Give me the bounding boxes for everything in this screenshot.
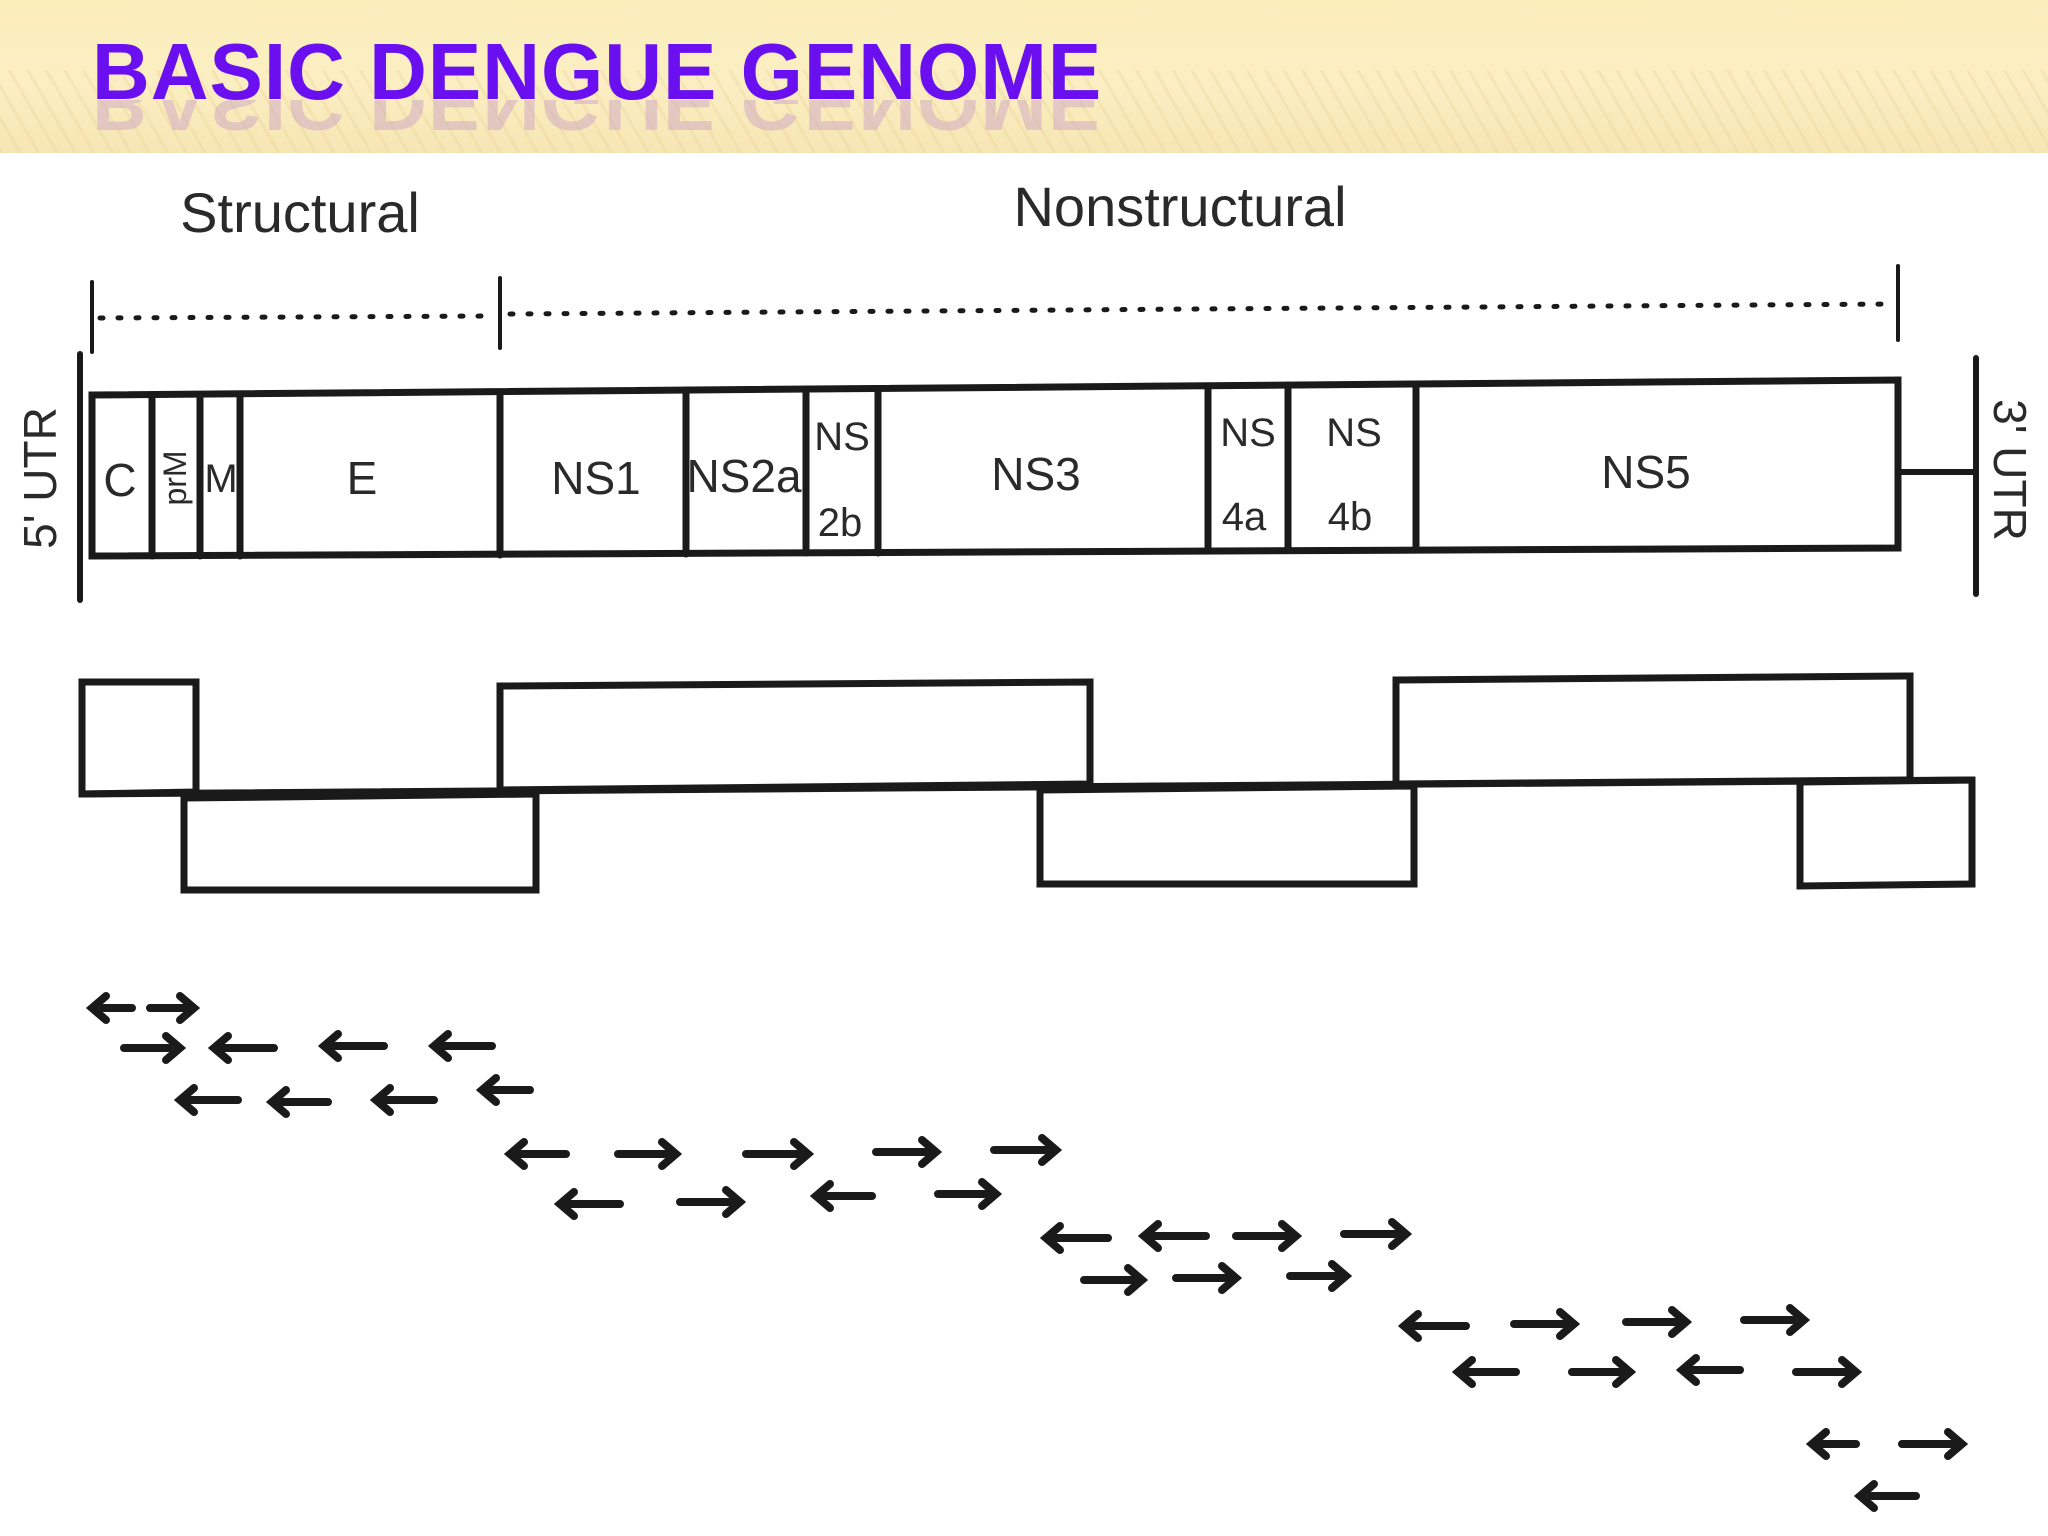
structural-label: Structural — [180, 181, 420, 244]
gene-ns2b-label-line2: 2b — [818, 501, 863, 545]
gene-ns4b-label-line1: NS — [1326, 411, 1382, 455]
gene-ns4b-label-line2: 4b — [1328, 495, 1373, 539]
nonstructural-label: Nonstructural — [1013, 175, 1346, 238]
dengue-genome-diagram: Structural Nonstructural 5' UTR 3' UTR — [14, 175, 2036, 1512]
nonstructural-bracket — [498, 264, 1900, 350]
gene-ns4a-label-line1: NS — [1220, 411, 1276, 455]
structural-bracket — [90, 280, 495, 354]
gene-ns2b-label-line1: NS — [814, 415, 870, 459]
gene-ns3-label: NS3 — [991, 448, 1080, 500]
slide-title: BASIC DENGUE GENOME — [92, 27, 1103, 116]
gene-ns5-label: NS5 — [1601, 446, 1690, 498]
gene-ns2a-label: NS2a — [686, 450, 801, 502]
gene-prm-label: prM — [157, 450, 193, 505]
gene-c-label: C — [103, 454, 136, 506]
utr3-label: 3' UTR — [1984, 399, 2036, 541]
primer-arrows — [85, 992, 1969, 1512]
gene-ns1-label: NS1 — [551, 452, 640, 504]
amplicon-fragments — [78, 672, 1976, 894]
genome-box — [88, 376, 1902, 560]
gene-e-label: E — [347, 452, 378, 504]
gene-ns4a-label-line2: 4a — [1222, 495, 1267, 539]
gene-m-label: M — [204, 457, 237, 501]
utr5-label: 5' UTR — [14, 407, 66, 549]
title-banner — [0, 0, 2048, 153]
